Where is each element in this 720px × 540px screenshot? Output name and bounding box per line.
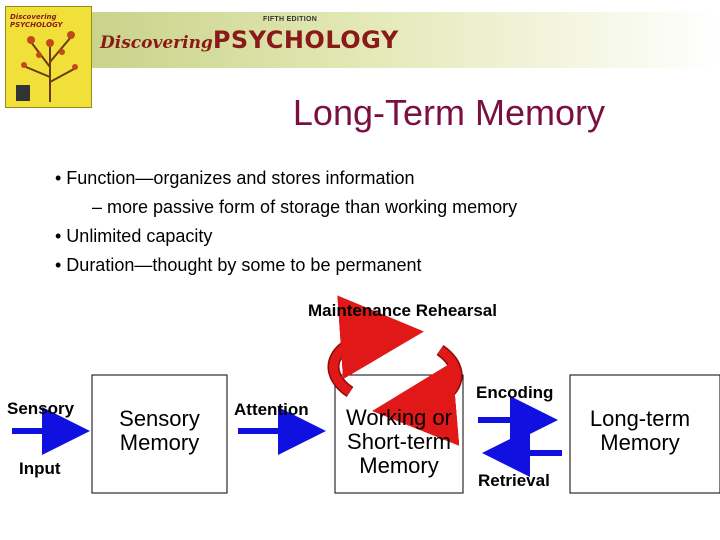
working-memory-line-2: Short-term <box>347 429 451 455</box>
slide-title: Long-Term Memory <box>292 92 605 133</box>
working-memory-text: Working or Short-term Memory <box>335 405 463 479</box>
bullet-function: • Function—organizes and stores informat… <box>55 168 415 188</box>
long-term-memory-text: Long-term Memory <box>570 406 710 456</box>
bullet-duration: • Duration—thought by some to be permane… <box>55 255 422 275</box>
encoding-label: Encoding <box>476 383 554 402</box>
rehearsal-loop <box>327 295 463 446</box>
book-cover-image: Discovering PSYCHOLOGY <box>5 6 92 108</box>
working-memory-line-1: Working or <box>346 405 452 430</box>
maintenance-rehearsal-label: Maintenance Rehearsal <box>308 301 497 320</box>
cover-text: Discovering PSYCHOLOGY <box>10 13 63 29</box>
cover-illustration <box>16 31 78 102</box>
sensory-memory-box <box>91 374 228 494</box>
sensory-memory-line-2: Memory <box>119 430 200 456</box>
bullet-capacity: • Unlimited capacity <box>55 226 213 246</box>
sensory-memory-text: Sensory Memory <box>92 406 227 456</box>
edition-label: FIFTH EDITION <box>263 16 318 23</box>
long-term-memory-line-2: Memory <box>600 430 680 456</box>
sensory-input-label-top: Sensory <box>7 399 75 418</box>
long-term-memory-line-1: Long-term <box>589 406 691 431</box>
retrieval-label: Retrieval <box>478 471 550 490</box>
long-term-memory-box <box>569 374 720 494</box>
attention-label: Attention <box>234 400 309 419</box>
sub-bullet-passive: – more passive form of storage than work… <box>92 197 518 217</box>
book-title: Discovering PSYCHOLOGY <box>100 26 399 56</box>
sensory-input-label-bottom: Input <box>19 459 61 478</box>
header-band <box>92 12 720 68</box>
book-title-main: PSYCHOLOGY <box>212 26 399 54</box>
sensory-memory-line-1: Sensory <box>119 406 200 431</box>
working-memory-line-3: Memory <box>359 453 439 479</box>
book-title-prefix: Discovering <box>100 33 213 53</box>
